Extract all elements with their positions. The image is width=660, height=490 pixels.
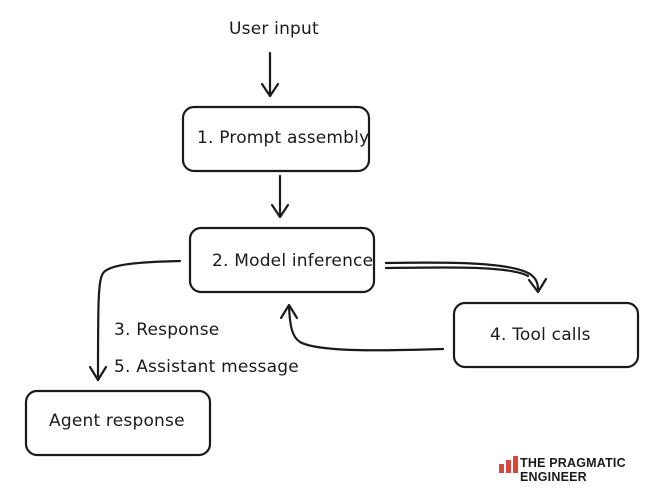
model-inference-label: 2. Model inference [212,251,374,271]
prompt-assembly-box [181,105,371,173]
assistant-message-edge-label: 5. Assistant message [114,357,299,377]
brand-name: THE PRAGMATIC ENGINEER [520,456,626,484]
bar-chart-logo [499,456,518,473]
brand-mark: THE PRAGMATIC ENGINEER [498,456,660,484]
response-edge-label: 3. Response [114,320,220,340]
user-input-label: User input [229,19,319,39]
prompt-assembly-label: 1. Prompt assembly [197,128,370,148]
tool-calls-label: 4. Tool calls [490,325,591,345]
arrow-tools-to-inference [279,303,445,352]
tool-calls-box [452,301,640,369]
arrow-inference-to-tools [384,261,548,294]
model-inference-box [188,226,376,294]
arrow-inference-to-agent-response [88,259,182,382]
agent-response-box [24,389,212,457]
arrow-input-to-prompt [260,51,280,98]
arrow-prompt-to-inference [270,174,290,219]
agent-response-label: Agent response [49,411,185,431]
